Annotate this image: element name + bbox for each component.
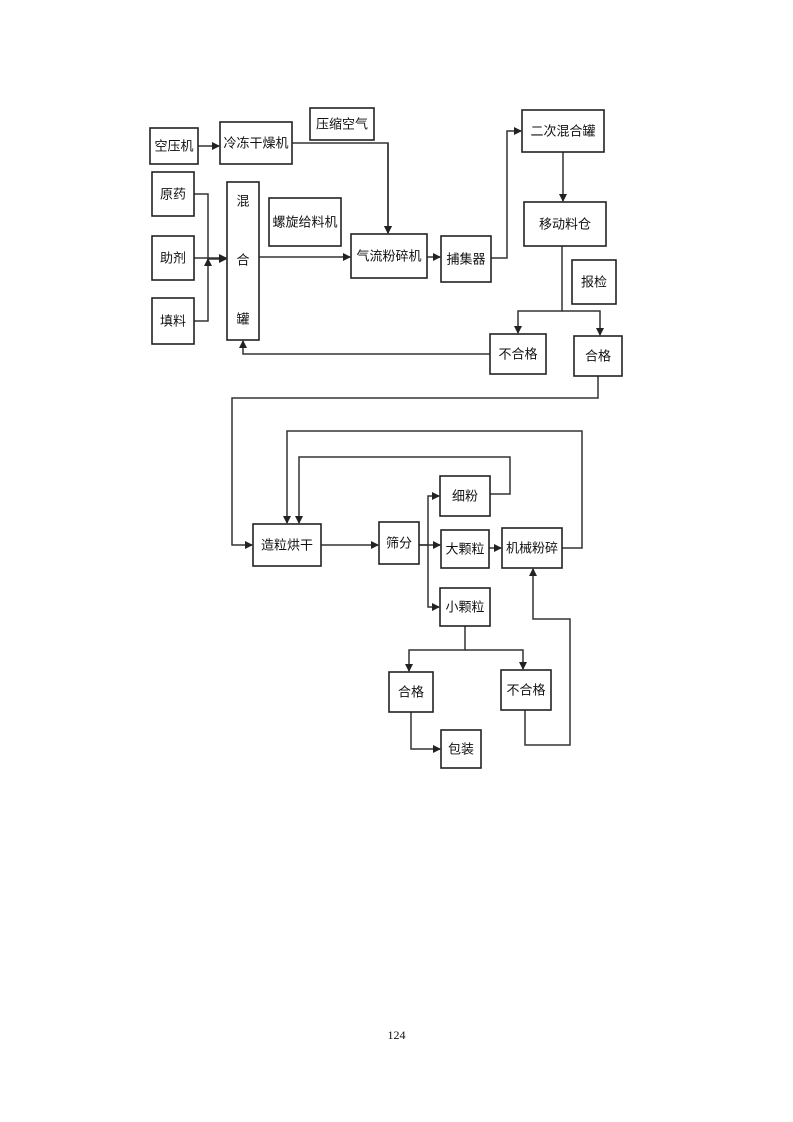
node-label: 填料 (160, 315, 186, 330)
node-label-char: 混 (236, 195, 249, 210)
node-box (440, 529, 490, 569)
node-label-char: 合 (236, 254, 249, 269)
node-mobile-bin: 移动料仓 (523, 201, 607, 247)
node-label: 压缩空气 (316, 117, 368, 133)
node-label: 助剂 (160, 252, 186, 267)
node-collector: 捕集器 (440, 235, 492, 283)
node-fine-powder: 细粉 (439, 475, 491, 517)
edge-collector-to-secondary-mixing-tank (491, 127, 522, 259)
node-box (226, 181, 260, 341)
edge-small-granules-to-qualified-2 (405, 626, 466, 672)
node-compressed-air: 压缩空气 (309, 107, 375, 141)
node-label: 不合格 (498, 347, 537, 363)
edge-raw-drug-to-mixing-tank (194, 193, 227, 263)
node-box (523, 201, 607, 247)
node-box (268, 197, 342, 247)
node-label: 合格 (585, 349, 611, 365)
node-box (388, 671, 434, 713)
node-screw-feeder: 螺旋给料机 (268, 197, 342, 247)
node-unqualified-2: 不合格 (500, 669, 552, 711)
node-mixing-tank: 混合罐 (226, 181, 260, 341)
node-small-granules: 小颗粒 (439, 587, 491, 627)
page-number: 124 (387, 1028, 406, 1042)
node-raw-drug: 原药 (151, 171, 195, 217)
node-box (501, 527, 563, 569)
node-box (521, 109, 605, 153)
node-auxiliary: 助剂 (151, 235, 195, 281)
node-box (489, 333, 547, 375)
node-label: 螺旋给料机 (272, 216, 337, 231)
edge-mobile-bin-to-qualified-1 (562, 310, 604, 336)
node-box (151, 171, 195, 217)
node-label: 空压机 (154, 140, 193, 155)
node-granulation-drying: 造粒烘干 (252, 523, 322, 567)
node-label: 包装 (448, 743, 474, 758)
node-label: 不合格 (506, 683, 545, 699)
node-mechanical-crushing: 机械粉碎 (501, 527, 563, 569)
node-secondary-mixing-tank: 二次混合罐 (521, 109, 605, 153)
node-label: 报检 (581, 276, 607, 291)
node-label: 二次混合罐 (530, 124, 595, 140)
edge-unqualified-2-to-mechanical-crushing (524, 568, 571, 746)
node-box (151, 297, 195, 345)
node-packaging: 包装 (440, 729, 482, 769)
edge-qualified-2-to-packaging (410, 712, 441, 753)
node-label: 合格 (398, 685, 424, 701)
node-label-char: 罐 (236, 313, 249, 328)
node-box (378, 521, 420, 565)
node-label: 移动料仓 (539, 218, 591, 233)
node-box (149, 127, 199, 165)
edge-filler-to-mixing-tank (194, 258, 212, 322)
node-large-granules: 大颗粒 (440, 529, 490, 569)
edge-fine-powder-to-granulation-drying (295, 456, 511, 524)
edge-unqualified-1-to-mixing-tank (239, 340, 490, 355)
node-label: 细粉 (452, 490, 478, 505)
edge-small-granules-to-unqualified-2 (465, 649, 527, 670)
edge-sieving-to-fine-powder (419, 492, 440, 546)
node-box (219, 121, 293, 165)
node-inspection: 报检 (571, 259, 617, 305)
node-box (252, 523, 322, 567)
node-freeze-dryer: 冷冻干燥机 (219, 121, 293, 165)
node-qualified-1: 合格 (573, 335, 623, 377)
edge-mobile-bin-to-unqualified-1 (514, 246, 563, 334)
node-label: 冷冻干燥机 (223, 136, 288, 152)
node-label: 大颗粒 (445, 543, 484, 558)
node-box (440, 235, 492, 283)
edge-sieving-to-small-granules (427, 545, 440, 611)
node-label: 原药 (160, 188, 186, 203)
node-box (571, 259, 617, 305)
node-box (309, 107, 375, 141)
node-box (439, 475, 491, 517)
node-label: 小颗粒 (445, 601, 484, 616)
node-box (350, 233, 428, 279)
node-box (500, 669, 552, 711)
edge-qualified-1-to-granulation-drying (231, 376, 599, 549)
node-jet-mill: 气流粉碎机 (350, 233, 428, 279)
node-box (439, 587, 491, 627)
node-label: 筛分 (386, 537, 412, 552)
node-box (573, 335, 623, 377)
node-unqualified-1: 不合格 (489, 333, 547, 375)
node-qualified-2: 合格 (388, 671, 434, 713)
node-box (151, 235, 195, 281)
node-label: 造粒烘干 (261, 539, 313, 554)
node-label: 捕集器 (446, 252, 485, 268)
node-sieving: 筛分 (378, 521, 420, 565)
edge-mechanical-crushing-to-granulation-drying (283, 430, 583, 549)
node-label: 气流粉碎机 (356, 249, 421, 265)
node-box (440, 729, 482, 769)
node-label: 机械粉碎 (506, 542, 558, 557)
node-filler: 填料 (151, 297, 195, 345)
node-air-compressor: 空压机 (149, 127, 199, 165)
